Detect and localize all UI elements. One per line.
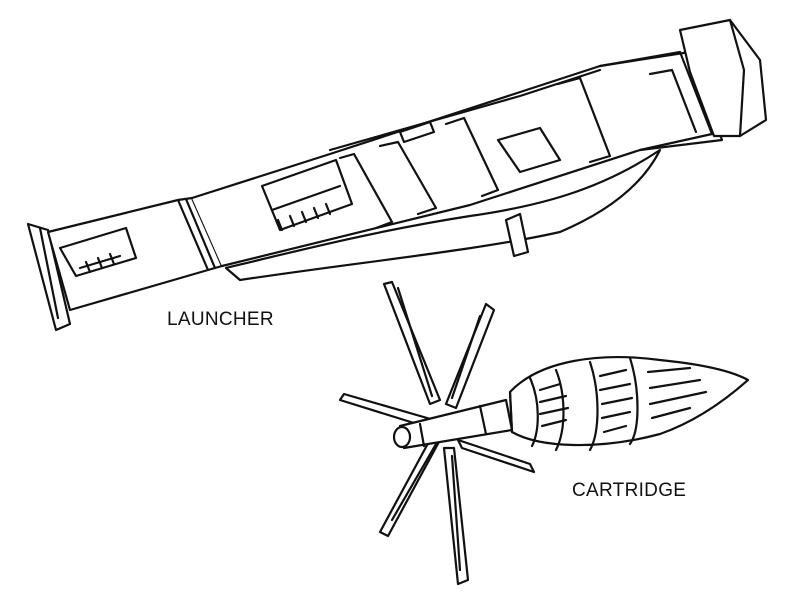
- launcher-drawing: [26, 18, 768, 332]
- launcher-sight-housing: [260, 158, 354, 232]
- launcher-front-cap: [678, 18, 768, 138]
- cartridge-label: CARTRIDGE: [572, 480, 687, 501]
- launcher-front-tube: [598, 50, 714, 152]
- cartridge-warhead: [508, 356, 750, 447]
- cartridge-drawing: [338, 280, 750, 586]
- launcher-label: LAUNCHER: [167, 309, 274, 330]
- launcher-sling: [224, 148, 662, 282]
- cartridge-fin: [456, 438, 536, 474]
- cartridge-fin: [382, 280, 442, 406]
